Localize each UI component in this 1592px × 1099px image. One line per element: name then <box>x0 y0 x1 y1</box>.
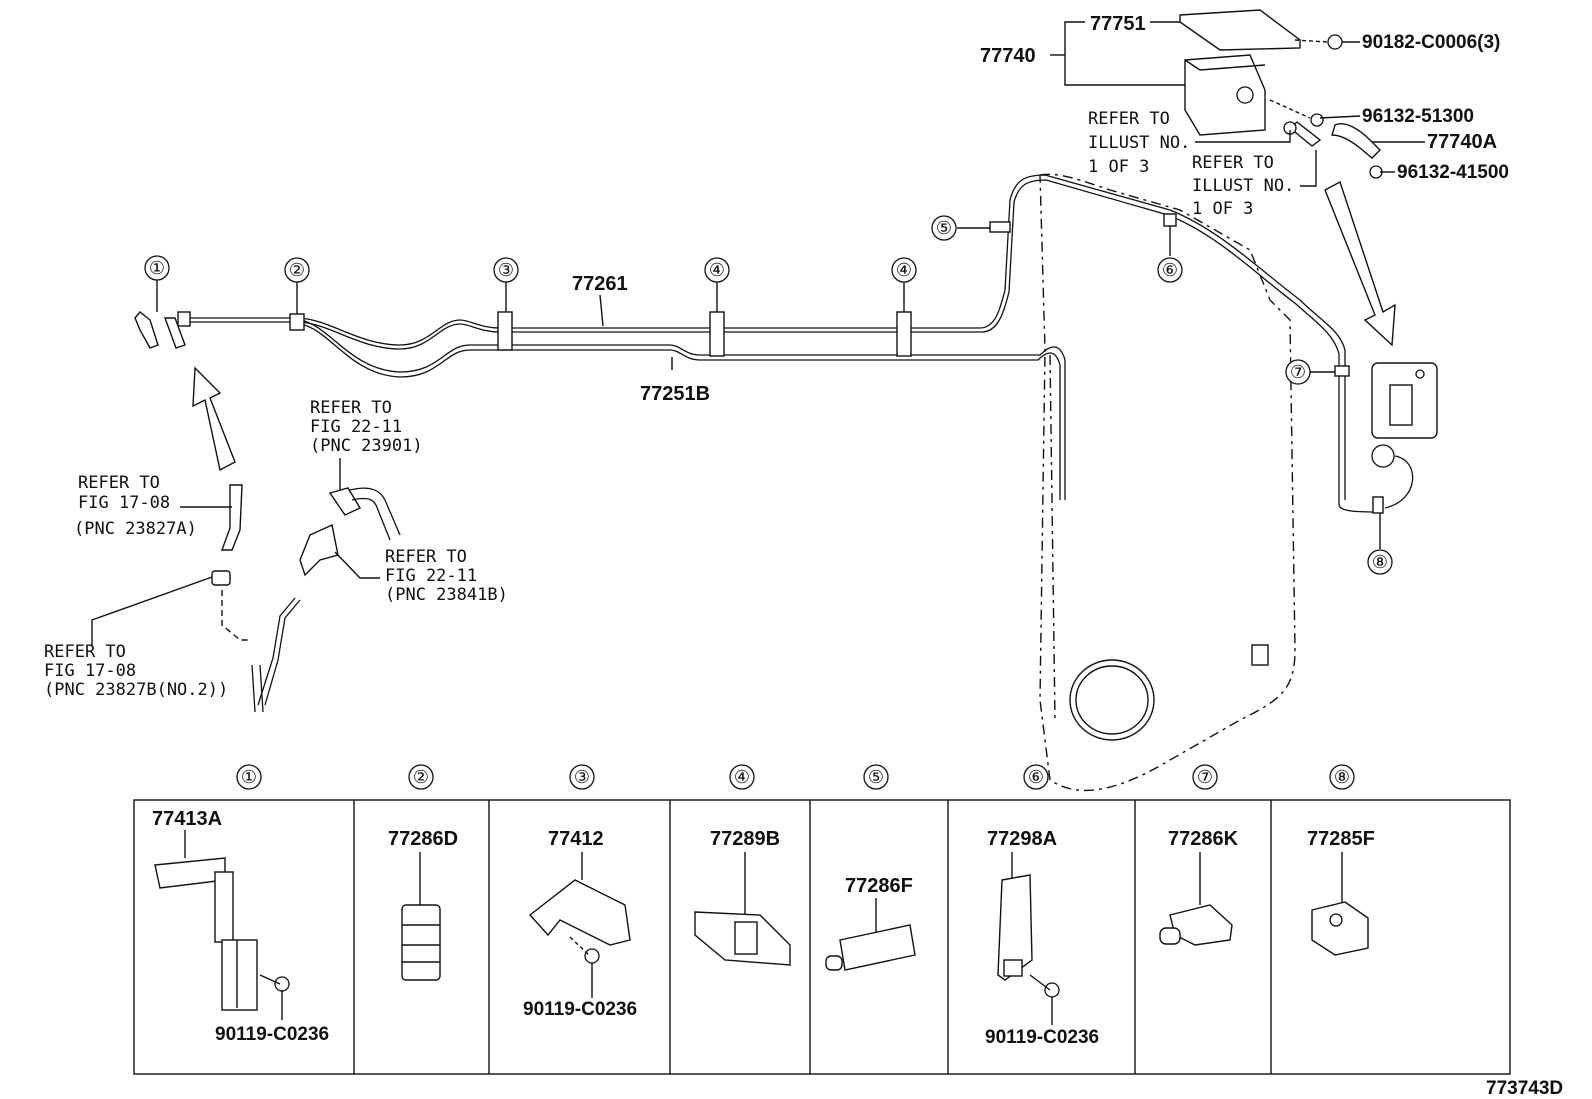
svg-text:1 OF 3: 1 OF 3 <box>1088 157 1149 177</box>
arrow-down-icon <box>1324 180 1396 347</box>
svg-text:REFER TO: REFER TO <box>385 547 467 567</box>
refer-note-fig22-pnc23901: REFER TO FIG 22-11 (PNC 23901) <box>310 398 423 456</box>
legend-num-2: ② <box>413 767 429 788</box>
legend-num-5: ⑤ <box>868 767 884 788</box>
refer-note-fig17-pnc23827a: REFER TO FIG 17-08 (PNC 23827A) <box>74 473 197 539</box>
clamp-77286f-sketch <box>825 898 916 971</box>
part-labels: 77751 77740 90182-C0006(3) 96132-51300 7… <box>572 13 1509 405</box>
svg-text:1 OF 3: 1 OF 3 <box>1192 199 1253 219</box>
label-bolt: 90182-C0006(3) <box>1362 32 1500 53</box>
legend-table: ① ② ③ ④ ⑤ ⑥ ⑦ ⑧ 77413A 77286D 77412 7728… <box>133 764 1511 1075</box>
fuel-pump-assembly <box>1371 362 1438 509</box>
svg-text:REFER TO: REFER TO <box>44 642 126 662</box>
label-clip-lower: 96132-41500 <box>1397 162 1509 183</box>
callout-6: ⑥ <box>1162 260 1178 281</box>
callout-5: ⑤ <box>936 218 952 239</box>
clamp-77412-sketch <box>528 852 631 998</box>
clamp-77413a-sketch <box>154 830 290 1020</box>
svg-text:(PNC 23841B): (PNC 23841B) <box>385 585 508 605</box>
callout-4a: ④ <box>709 260 725 281</box>
label-bracket: 77751 <box>1090 13 1146 35</box>
tube-clamps <box>289 213 1384 514</box>
legend-bolt-3: 90119-C0236 <box>523 999 637 1020</box>
legend-num-7: ⑦ <box>1197 767 1213 788</box>
svg-text:REFER TO: REFER TO <box>1192 153 1274 173</box>
filler-neck-connector <box>134 311 191 349</box>
legend-part-2: 77286D <box>388 828 458 850</box>
fuel-tank-outline <box>1039 173 1296 792</box>
legend-num-4: ④ <box>734 767 750 788</box>
legend-part-6: 77298A <box>987 828 1057 850</box>
legend-part-7: 77286K <box>1168 828 1239 850</box>
refer-note-illust-1: REFER TO ILLUST NO. 1 OF 3 <box>1088 109 1190 177</box>
leader-lines <box>91 21 1425 645</box>
callout-4b: ④ <box>896 260 912 281</box>
clamp-77298a-sketch <box>997 852 1060 1025</box>
svg-text:REFER TO: REFER TO <box>1088 109 1170 129</box>
label-clip-upper: 96132-51300 <box>1362 106 1474 127</box>
svg-text:ILLUST NO.: ILLUST NO. <box>1088 133 1190 153</box>
callout-2: ② <box>289 260 305 281</box>
clamp-77285f-sketch <box>1311 852 1369 956</box>
label-hose: 77740A <box>1427 131 1497 153</box>
label-tube-upper: 77261 <box>572 273 628 295</box>
label-canister: 77740 <box>980 45 1036 67</box>
clamp-77286k-sketch <box>1159 852 1233 946</box>
legend-num-1: ① <box>241 767 257 788</box>
svg-text:(PNC 23827B(NO.2)): (PNC 23827B(NO.2)) <box>44 680 228 700</box>
fuel-tube-77251B <box>299 319 1066 500</box>
legend-bolt-6: 90119-C0236 <box>985 1027 1099 1048</box>
legend-num-8: ⑧ <box>1334 767 1350 788</box>
legend-part-5: 77286F <box>845 875 913 897</box>
refer-note-illust-2: REFER TO ILLUST NO. 1 OF 3 <box>1192 153 1294 219</box>
legend-bolt-1: 90119-C0236 <box>215 1024 329 1045</box>
legend-part-4: 77289B <box>710 828 780 850</box>
callout-1: ① <box>149 258 165 279</box>
svg-text:(PNC 23827A): (PNC 23827A) <box>74 519 197 539</box>
svg-text:FIG 17-08: FIG 17-08 <box>44 661 136 681</box>
svg-text:FIG 22-11: FIG 22-11 <box>385 566 477 586</box>
fuel-tube-77261 <box>190 174 1381 513</box>
svg-text:ILLUST NO.: ILLUST NO. <box>1192 176 1294 196</box>
svg-text:(PNC 23901): (PNC 23901) <box>310 436 423 456</box>
refer-note-fig22-pnc23841b: REFER TO FIG 22-11 (PNC 23841B) <box>385 547 508 605</box>
callout-8: ⑧ <box>1372 552 1388 573</box>
left-lower-hoses <box>211 484 401 713</box>
legend-part-1: 77413A <box>152 808 222 830</box>
callout-3: ③ <box>498 260 514 281</box>
refer-note-fig17-pnc23827b: REFER TO FIG 17-08 (PNC 23827B(NO.2)) <box>44 642 228 700</box>
legend-part-8: 77285F <box>1307 828 1375 850</box>
label-tube-lower: 77251B <box>640 383 710 405</box>
svg-text:REFER TO: REFER TO <box>78 473 160 493</box>
svg-text:FIG 22-11: FIG 22-11 <box>310 417 402 437</box>
clamp-77286d-sketch <box>401 852 441 981</box>
callout-7: ⑦ <box>1290 362 1306 383</box>
svg-text:REFER TO: REFER TO <box>310 398 392 418</box>
figure-code: 773743D <box>1486 1078 1563 1099</box>
clamp-77289b-sketch <box>694 852 791 966</box>
legend-part-3: 77412 <box>548 828 604 850</box>
legend-num-3: ③ <box>574 767 590 788</box>
arrow-up-icon <box>192 366 236 472</box>
svg-text:FIG 17-08: FIG 17-08 <box>78 493 170 513</box>
legend-num-6: ⑥ <box>1028 767 1044 788</box>
callouts: ① ② ③ ④ ④ ⑤ ⑥ ⑦ ⑧ <box>144 215 1393 575</box>
